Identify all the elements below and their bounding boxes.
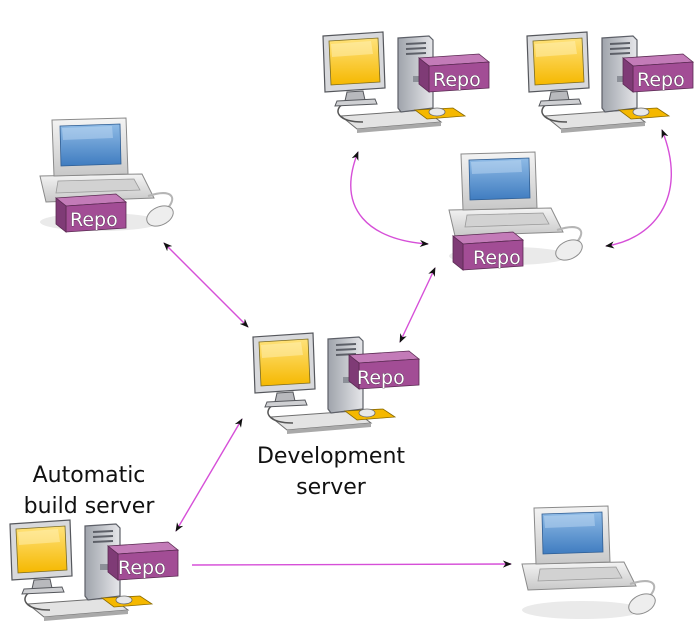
repo-box: Repo (55, 193, 127, 233)
mouse-icon (632, 107, 650, 117)
build-server-label-line2: build server (24, 494, 156, 519)
laptop-middle: Repo (448, 151, 587, 271)
mouse-icon (115, 595, 133, 605)
connection-dev-server-to-build-server (175, 418, 243, 532)
mouse-icon (358, 408, 376, 418)
dev-server-label-line2: server (296, 475, 367, 500)
laptop-icon (521, 505, 660, 620)
repo-box: Repo (452, 231, 524, 271)
connection-workstation-top-left-to-laptop-middle (350, 151, 429, 248)
laptop-bottom-right (521, 505, 660, 620)
dev-server-label-line1: Development (257, 444, 405, 469)
laptop-left: Repo (39, 117, 178, 233)
repo-box: Repo (418, 53, 490, 93)
connections-layer (163, 129, 672, 568)
repo-label: Repo (637, 69, 685, 91)
repo-label: Repo (357, 367, 405, 389)
build-server-label-line1: Automatic (33, 463, 146, 488)
repo-label: Repo (118, 557, 166, 579)
development-server: Repo (252, 332, 420, 435)
repo-label: Repo (70, 209, 118, 231)
repo-box: Repo (622, 53, 694, 93)
connection-laptop-middle-to-dev-server (399, 267, 436, 343)
automatic-build-server: Repo (9, 519, 179, 622)
mouse-icon (428, 107, 446, 117)
repo-label: Repo (473, 247, 521, 269)
workstation-top-right: Repo (526, 31, 694, 134)
connection-workstation-top-right-to-laptop-middle (605, 129, 672, 249)
repo-box: Repo (348, 350, 420, 390)
repo-label: Repo (433, 69, 481, 91)
workstation-top-left: Repo (322, 31, 490, 134)
repo-box: Repo (107, 541, 179, 581)
connection-laptop-left-to-dev-server (163, 242, 249, 328)
connection-build-server-to-laptop-bottom-right (191, 560, 512, 568)
